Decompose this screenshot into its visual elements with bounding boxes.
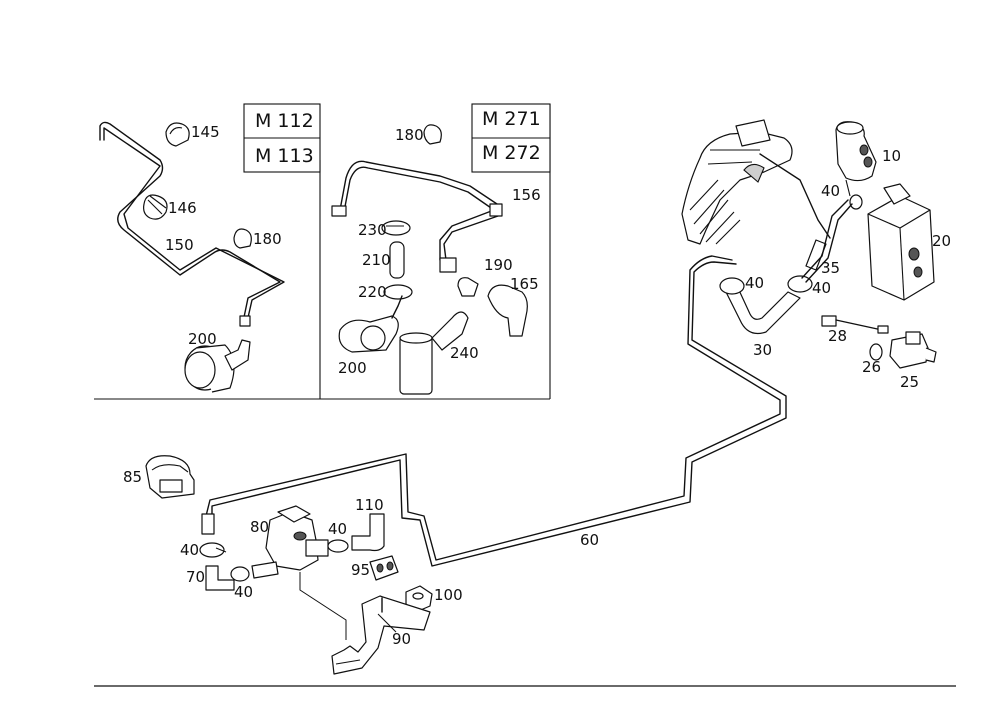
pump-80 (251, 505, 329, 579)
callout-95: 95 (351, 561, 370, 579)
callout-30: 30 (753, 341, 772, 359)
callout-150: 150 (165, 236, 194, 254)
pump-200-left (184, 339, 251, 393)
clip-40-f (230, 566, 250, 582)
callout-146: 146 (168, 199, 197, 217)
callout-10: 10 (882, 147, 901, 165)
hose-30 (725, 287, 801, 335)
clip-146 (143, 194, 168, 220)
callout-220: 220 (358, 283, 387, 301)
callout-90: 90 (392, 630, 411, 648)
valve-25 (889, 331, 937, 369)
callout-180-left: 180 (253, 230, 282, 248)
canister-inset (399, 332, 433, 395)
engine-label-m113: M 113 (255, 145, 314, 167)
callout-190: 190 (484, 256, 513, 274)
pump-200-right (338, 295, 403, 353)
callout-180-right: 180 (395, 126, 424, 144)
engine-intake-assembly (681, 119, 793, 245)
hose-110 (351, 513, 385, 552)
callout-35: 35 (821, 259, 840, 277)
engine-label-m271: M 271 (482, 108, 541, 130)
callout-40-a: 40 (821, 182, 840, 200)
component-20 (867, 183, 935, 301)
callout-210: 210 (362, 251, 391, 269)
fitting-70 (205, 565, 235, 591)
clip-190 (457, 277, 479, 297)
callout-85: 85 (123, 468, 142, 486)
grommet-95 (369, 555, 399, 581)
callout-230: 230 (358, 221, 387, 239)
callout-26: 26 (862, 358, 881, 376)
coolant-pipe-156 (331, 160, 503, 273)
callout-156: 156 (512, 186, 541, 204)
bracket-90 (331, 595, 431, 675)
clip-40-d (199, 542, 225, 558)
engine-box-right: M 271 M 272 (471, 103, 551, 173)
sensor-28 (821, 315, 889, 334)
seal-26 (869, 343, 883, 361)
clip-180-right (423, 124, 442, 145)
callout-200-right: 200 (338, 359, 367, 377)
clip-40-e (327, 539, 349, 553)
callout-40-c: 40 (812, 279, 831, 297)
clip-145 (165, 122, 190, 147)
callout-80: 80 (250, 518, 269, 536)
clamp-85 (145, 455, 195, 499)
coolant-line-60 (205, 153, 853, 567)
callout-labels: 145 146 150 180 200 180 156 230 210 220 … (123, 123, 951, 648)
canister-10 (835, 121, 877, 210)
clip-220 (383, 284, 413, 300)
pipe-end (201, 513, 215, 535)
hose-35 (805, 239, 827, 271)
engine-label-m272: M 272 (482, 142, 541, 164)
callout-165: 165 (510, 275, 539, 293)
nut-100 (405, 585, 433, 613)
callout-70: 70 (186, 568, 205, 586)
callout-40-d: 40 (180, 541, 199, 559)
clip-40-c (787, 275, 813, 293)
hose-240 (431, 311, 469, 351)
callout-20: 20 (932, 232, 951, 250)
engine-box-left: M 112 M 113 (243, 103, 321, 173)
callout-200-left: 200 (188, 330, 217, 348)
callout-25: 25 (900, 373, 919, 391)
callout-40-b: 40 (745, 274, 764, 292)
callout-28: 28 (828, 327, 847, 345)
hose-165 (487, 284, 528, 337)
engine-label-m112: M 112 (255, 110, 314, 132)
clip-40-b (719, 277, 745, 295)
callout-110: 110 (355, 496, 384, 514)
callout-100: 100 (434, 586, 463, 604)
clip-180-left (233, 228, 252, 249)
clip-230 (381, 220, 411, 236)
callout-40-e: 40 (328, 520, 347, 538)
leader-lines (215, 547, 397, 640)
callout-145: 145 (191, 123, 220, 141)
callout-60: 60 (580, 531, 599, 549)
coolant-pipe-150 (99, 121, 285, 327)
callout-240: 240 (450, 344, 479, 362)
callout-40-f: 40 (234, 583, 253, 601)
hose-210 (389, 241, 405, 279)
